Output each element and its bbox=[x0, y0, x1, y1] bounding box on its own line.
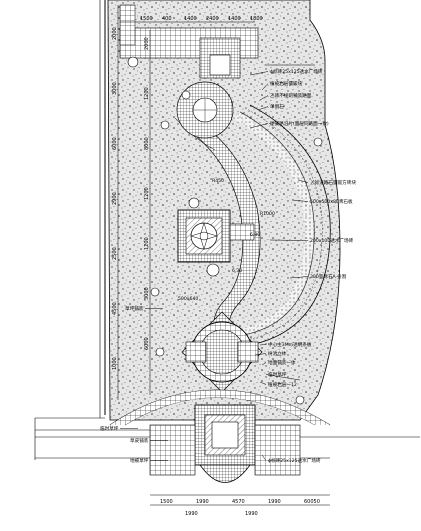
right-annotation: ϕ标砖25x125透水广场砖 bbox=[270, 68, 323, 75]
left-annotation: 草坪铺装 bbox=[125, 305, 144, 312]
right-annotation: 中心主3Mm透明条板 bbox=[268, 341, 312, 348]
leader-line bbox=[259, 95, 269, 101]
left-annotation: 草皮铺装 bbox=[130, 437, 149, 444]
entrance-plaza bbox=[109, 389, 331, 483]
top-dimension-labels: 1500 400 1400 2400 1400 1800 bbox=[140, 16, 263, 22]
leader-line bbox=[261, 454, 267, 461]
central-square-feature bbox=[177, 197, 255, 277]
right-annotation: 300宽砾石A 分割 bbox=[310, 273, 347, 280]
leader-line bbox=[289, 276, 309, 279]
left-dim-label: 2900 bbox=[112, 192, 118, 205]
leader-line bbox=[254, 353, 267, 356]
left-dim-label: 4500 bbox=[112, 302, 118, 315]
inner-annotation: 6.30 bbox=[232, 268, 242, 274]
inner-dim-label: 6000 bbox=[144, 337, 150, 350]
leader-line bbox=[259, 344, 267, 346]
leader-line bbox=[249, 123, 269, 129]
top-dim-label: 2400 bbox=[206, 16, 219, 22]
leader-line bbox=[261, 83, 269, 91]
leader-line bbox=[265, 374, 301, 381]
inner-dim-label: 1200 bbox=[144, 187, 150, 200]
right-annotation: ϕ标砖25x125透水广场砖 bbox=[268, 457, 321, 464]
leader-line bbox=[249, 71, 269, 76]
right-annotation: 入行道路石镶嵌方砖块 bbox=[310, 179, 356, 186]
bottom-dim-label: 1990 bbox=[245, 511, 258, 517]
bottom-dim-label: 1500 bbox=[160, 499, 173, 505]
inner-dim-label: 8000 bbox=[144, 137, 150, 150]
trees bbox=[127, 56, 323, 405]
top-dim-label: 1500 bbox=[140, 16, 153, 22]
bottom-dim-label: 4570 bbox=[232, 499, 245, 505]
left-dim-label: 1000 bbox=[112, 357, 118, 370]
right-annotation: 单侧石 bbox=[270, 103, 284, 110]
inner-dim-label: 1200 bbox=[144, 87, 150, 100]
right-annotation: 500x500x80青石板 bbox=[310, 198, 353, 205]
leader-line bbox=[269, 239, 309, 241]
right-annotation: 硬铺路沿片(面层同路面一致) bbox=[270, 120, 329, 127]
inner-annotation: R450 bbox=[212, 178, 224, 184]
left-annotation: 地被草坪 bbox=[130, 457, 149, 464]
bottom-dim-label: 60050 bbox=[304, 499, 320, 505]
left-dim-label: 2500 bbox=[112, 247, 118, 260]
inner-annotation: R1000 bbox=[260, 211, 275, 217]
leader-line bbox=[261, 362, 267, 366]
left-dim-label: 3000 bbox=[112, 82, 118, 95]
right-annotation: 地面铺装一体 bbox=[268, 359, 296, 366]
right-annotation: 临时草坪 bbox=[268, 371, 287, 378]
inner-dim-label: 1200 bbox=[144, 237, 150, 250]
left-dimension-labels: 2000 3000 6000 2900 2500 4500 1000 bbox=[112, 27, 118, 370]
bottom-dim-label: 1990 bbox=[268, 499, 281, 505]
left-annotation: 临时草坪 bbox=[100, 425, 119, 432]
dimension-lines bbox=[117, 5, 330, 506]
curved-path bbox=[232, 104, 331, 346]
bottom-dimension-labels: 1500 1990 4570 1990 60050 bbox=[160, 499, 320, 505]
bottom-dim-label: 1990 bbox=[185, 511, 198, 517]
inner-dim-label: 2000 bbox=[144, 37, 150, 50]
leader-line bbox=[259, 381, 267, 385]
left-dim-label: 2000 bbox=[112, 27, 118, 40]
inner-dim-label: 3000 bbox=[144, 287, 150, 300]
bottom-dimension-labels-2: 1990 1990 bbox=[185, 511, 258, 517]
right-leader-lines bbox=[249, 71, 309, 461]
leader-line bbox=[291, 199, 309, 202]
leader-line bbox=[297, 179, 309, 183]
top-dim-label: 1400 bbox=[228, 16, 241, 22]
bottom-dim-label: 1990 bbox=[196, 499, 209, 505]
inner-dimension-labels: 2000 1200 8000 1200 1200 3000 6000 bbox=[144, 37, 150, 350]
right-annotation: 植被岩层镶嵌块 bbox=[270, 80, 303, 87]
right-annotation: 植被岩层一12 bbox=[268, 381, 297, 388]
leader-line bbox=[257, 106, 269, 111]
lower-circle-plaza bbox=[181, 311, 263, 393]
top-circle-plaza bbox=[176, 81, 234, 139]
right-annotation: 乙砖不规则铺装路面 bbox=[270, 92, 312, 99]
right-annotation: 树池立体 bbox=[268, 350, 287, 357]
top-dim-label: 400 bbox=[162, 16, 172, 22]
right-annotation: 200x100透水广场砖 bbox=[310, 237, 354, 244]
top-dim-label: 1800 bbox=[250, 16, 263, 22]
inner-annotation: 500x640 bbox=[178, 296, 198, 302]
left-dim-label: 6000 bbox=[112, 137, 118, 150]
right-annotation-labels: ϕ标砖25x125透水广场砖植被岩层镶嵌块乙砖不规则铺装路面单侧石硬铺路沿片(面… bbox=[268, 68, 356, 464]
top-dim-label: 1400 bbox=[184, 16, 197, 22]
inner-annotation: 6.80 bbox=[250, 232, 260, 238]
